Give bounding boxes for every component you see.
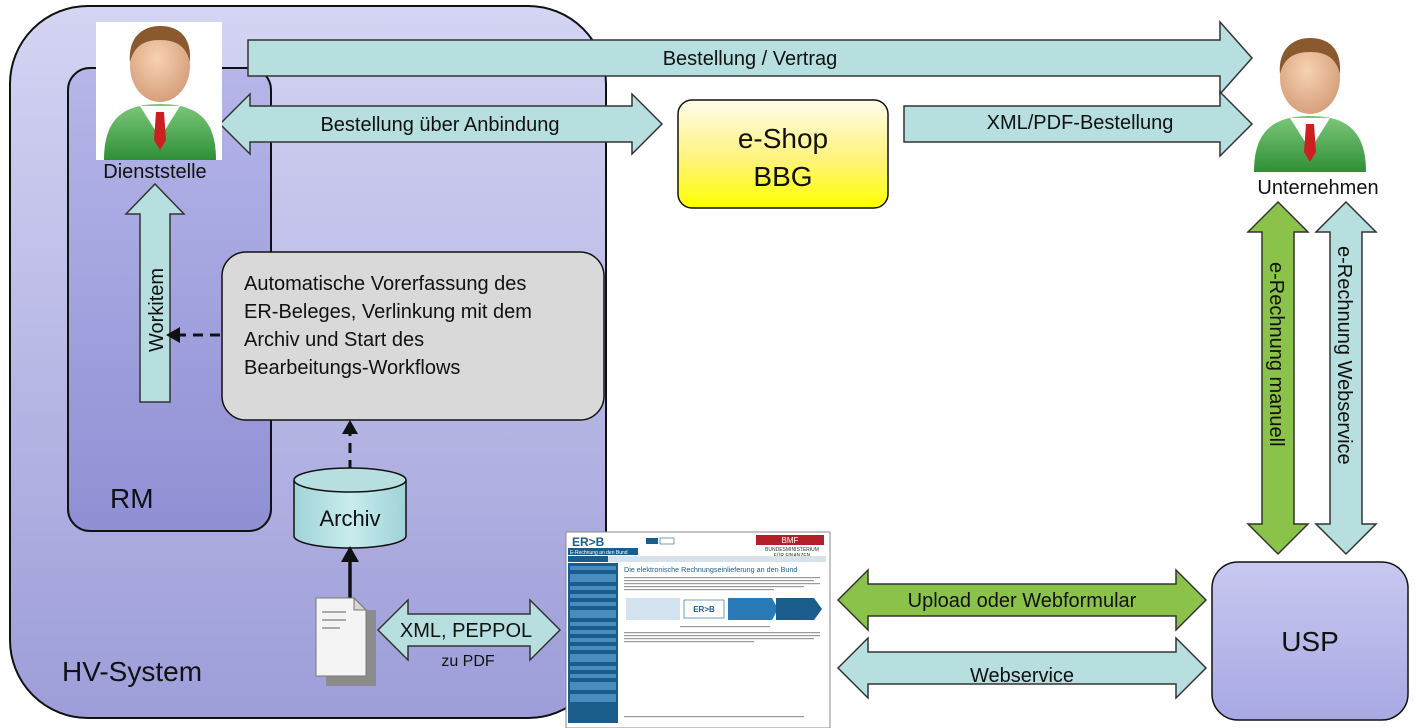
bestellung-anbindung-label: Bestellung über Anbindung (320, 114, 559, 136)
process-line-4: Bearbeitungs-Workflows (244, 357, 460, 379)
archiv-cylinder-icon (293, 467, 407, 549)
arrow-workitem (124, 182, 186, 403)
process-line-2: ER-Beleges, Verlinkung mit dem (244, 301, 532, 323)
erb-website-screenshot: ER>B BMF BUNDESMINISTERIUM FÜR FINANZEN … (565, 531, 831, 728)
process-box (221, 251, 605, 421)
svg-text:BUNDESMINISTERIUM: BUNDESMINISTERIUM (765, 547, 819, 553)
bbg-label: BBG (753, 161, 812, 192)
e-rechnung-webservice-label: e-Rechnung Webservice (1333, 246, 1355, 465)
usp-box (1211, 561, 1409, 721)
bestellung-vertrag-label: Bestellung / Vertrag (663, 48, 838, 70)
xml-peppol-label: XML, PEPPOL (400, 620, 532, 642)
erb-header-bar: E-Rechnung an den Bund (570, 550, 628, 556)
arrow-bestellung-anbindung (218, 92, 664, 156)
webservice-label: Webservice (970, 665, 1074, 687)
workitem-label: Workitem (146, 268, 168, 352)
dienststelle-label: Dienststelle (103, 161, 206, 183)
arrow-e-rechnung-webservice (1314, 200, 1378, 556)
xml-pdf-bestellung-label: XML/PDF-Bestellung (987, 112, 1174, 134)
unternehmen-person-icon (1254, 38, 1366, 172)
svg-text:FÜR FINANZEN: FÜR FINANZEN (774, 552, 811, 559)
arrow-e-rechnung-manuell (1246, 200, 1310, 556)
arrow-webservice (836, 636, 1208, 700)
rm-label: RM (110, 483, 154, 514)
arrow-upload-webformular (836, 568, 1208, 632)
document-icon (315, 596, 376, 686)
process-line-1: Automatische Vorerfassung des (244, 273, 526, 295)
arrow-bestellung-vertrag (247, 20, 1254, 96)
archiv-label: Archiv (319, 506, 380, 531)
dashed-arrow-to-workitem (166, 327, 220, 343)
bmf-logo: BMF (782, 536, 799, 545)
erb-page-heading: Die elektronische Rechnungseinlieferung … (624, 565, 797, 574)
arrow-document-to-archive (341, 546, 359, 600)
e-rechnung-manuell-label: e-Rechnung manuell (1265, 262, 1287, 447)
erb-logo: ER>B (572, 535, 605, 549)
upload-webformular-label: Upload oder Webformular (908, 590, 1137, 612)
dashed-arrow-archive-to-process (342, 420, 358, 470)
zu-pdf-label: zu PDF (441, 653, 495, 670)
dienststelle-person-icon (96, 22, 222, 160)
eshop-box (677, 99, 889, 209)
usp-label: USP (1281, 626, 1339, 657)
process-line-3: Archiv und Start des (244, 329, 424, 351)
arrow-xml-pdf-bestellung (903, 90, 1254, 158)
svg-text:ER>B: ER>B (693, 605, 715, 614)
arrow-xml-peppol (376, 598, 562, 662)
unternehmen-label: Unternehmen (1257, 177, 1378, 199)
hv-system-label: HV-System (62, 656, 202, 687)
eshop-label: e-Shop (738, 123, 828, 154)
